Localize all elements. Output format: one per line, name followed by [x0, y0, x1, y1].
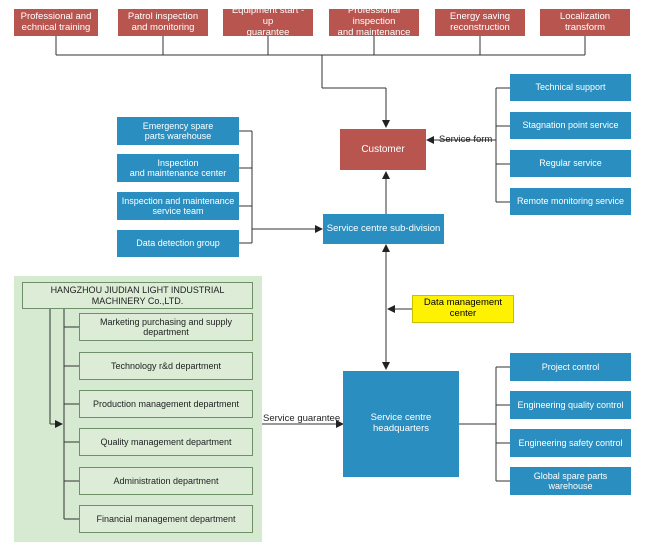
data-management-center: Data management center [412, 295, 514, 323]
top-service-localization: Localization transform [540, 9, 630, 36]
service-form-regular: Regular service [510, 150, 631, 177]
top-service-startup: Equipment start - up guarantee [223, 5, 313, 38]
dept-production-management: Production management department [79, 390, 253, 418]
service-form-remote-monitoring: Remote monitoring service [510, 188, 631, 215]
service-form-technical-support: Technical support [510, 74, 631, 101]
hq-global-spare-parts-warehouse: Global spare parts warehouse [510, 467, 631, 495]
top-service-training: Professional and echnical training [14, 9, 98, 36]
top-service-patrol: Patrol inspection and monitoring [118, 9, 208, 36]
unit-inspection-maintenance-center: Inspection and maintenance center [117, 154, 239, 182]
service-centre-headquarters: Service centre headquarters [343, 371, 459, 477]
dept-administration: Administration department [79, 467, 253, 495]
top-service-energy: Energy saving reconstruction [435, 9, 525, 36]
hq-project-control: Project control [510, 353, 631, 381]
service-guarantee-label: Service guarantee [263, 413, 341, 424]
dept-marketing-purchasing: Marketing purchasing and supply departme… [79, 313, 253, 341]
hq-engineering-quality-control: Engineering quality control [510, 391, 631, 419]
company-name: HANGZHOU JIUDIAN LIGHT INDUSTRIAL MACHIN… [22, 282, 253, 309]
unit-inspection-service-team: Inspection and maintenance service team [117, 192, 239, 220]
dept-quality-management: Quality management department [79, 428, 253, 456]
dept-financial-management: Financial management department [79, 505, 253, 533]
hq-engineering-safety-control: Engineering safety control [510, 429, 631, 457]
top-service-inspection: Professional inspection and maintenance [329, 5, 419, 38]
unit-data-detection-group: Data detection group [117, 230, 239, 257]
service-form-label: Service form [439, 134, 493, 145]
unit-emergency-spare-parts: Emergency spare parts warehouse [117, 117, 239, 145]
dept-technology-rd: Technology r&d department [79, 352, 253, 380]
service-centre-sub-division: Service centre sub-division [323, 214, 444, 244]
customer-box: Customer [340, 129, 426, 170]
service-form-stagnation-point: Stagnation point service [510, 112, 631, 139]
